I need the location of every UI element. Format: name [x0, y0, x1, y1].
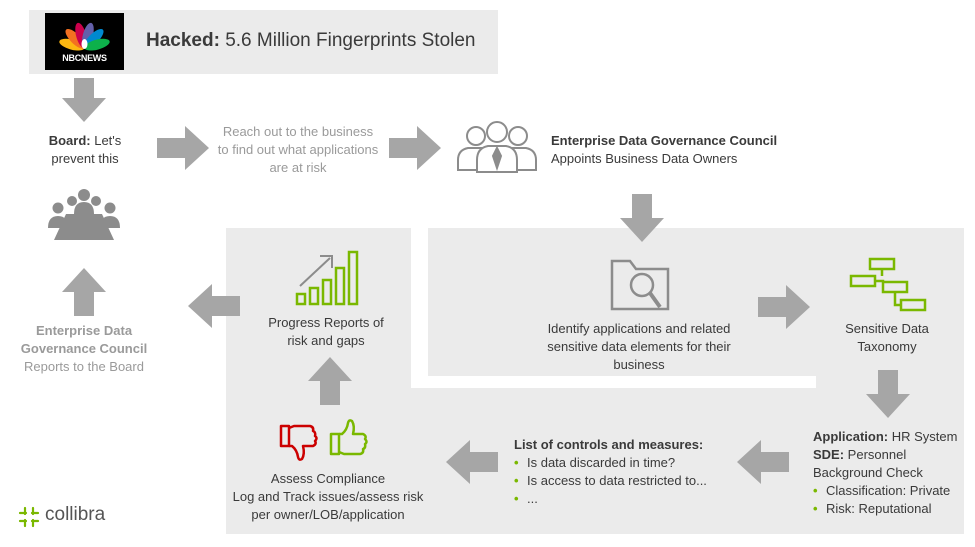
- arrow-right-1: [157, 126, 209, 170]
- list-item: ...: [514, 490, 734, 508]
- people-icon: [457, 121, 537, 173]
- application-bullets: Classification: Private Risk: Reputation…: [813, 482, 973, 518]
- arrow-down-2: [620, 194, 664, 242]
- board-text: Board: Let's prevent this: [48, 133, 122, 166]
- arrow-right-3: [758, 285, 810, 329]
- collibra-logo-icon: [18, 506, 40, 528]
- taxonomy-icon: [849, 257, 927, 312]
- folder-search-icon: [610, 259, 670, 311]
- thumbs-down-icon: [279, 424, 318, 461]
- reports-title: Enterprise Data Governance Council: [20, 323, 148, 356]
- headline: Hacked: 5.6 Million Fingerprints Stolen: [146, 30, 476, 52]
- compliance-text: Assess Compliance Log and Track issues/a…: [228, 470, 428, 524]
- application-details: Application: HR System SDE: Personnel Ba…: [813, 428, 973, 518]
- peacock-icon: [59, 22, 110, 51]
- boardroom-icon: [48, 189, 120, 240]
- nbc-news-logo: NBCNEWS: [45, 13, 124, 70]
- council-text: Enterprise Data Governance Council Appoi…: [551, 132, 777, 168]
- progress-chart-icon: [295, 250, 359, 306]
- arrow-right-2: [389, 126, 441, 170]
- compliance-detail: Log and Track issues/assess risk per own…: [232, 489, 424, 522]
- progress-text: Progress Reports of risk and gaps: [268, 315, 384, 348]
- arrow-down-1: [62, 78, 106, 122]
- collibra-wordmark: collibra: [45, 504, 106, 525]
- identify-text: Identify applications and related sensit…: [547, 321, 731, 372]
- arrow-down-3: [866, 370, 910, 418]
- logo-text: NBCNEWS: [62, 53, 107, 63]
- arrow-up-2: [62, 268, 106, 316]
- thumbs-up-icon: [329, 419, 368, 456]
- arrow-up-1: [308, 357, 352, 405]
- reach-out-text: Reach out to the business to find out wh…: [217, 124, 379, 175]
- reports-subtitle: Reports to the Board: [24, 359, 144, 374]
- taxonomy-text: Sensitive Data Taxonomy: [845, 321, 929, 354]
- headline-rest: 5.6 Million Fingerprints Stolen: [219, 30, 476, 51]
- reports-text: Enterprise Data Governance Council Repor…: [14, 322, 154, 376]
- controls-list: List of controls and measures: Is data d…: [514, 436, 734, 508]
- arrow-left-2: [446, 440, 498, 484]
- controls-title: List of controls and measures:: [514, 437, 704, 452]
- council-subtitle: Appoints Business Data Owners: [551, 151, 738, 166]
- arrow-left-1: [737, 440, 789, 484]
- council-title: Enterprise Data Governance Council: [551, 133, 778, 148]
- list-item: Is access to data restricted to...: [514, 472, 734, 490]
- headline-bold: Hacked:: [146, 30, 220, 51]
- arrow-left-3: [188, 284, 240, 328]
- list-item: Is data discarded in time?: [514, 454, 734, 472]
- list-item: Risk: Reputational: [813, 500, 973, 518]
- list-item: Classification: Private: [813, 482, 973, 500]
- compliance-title: Assess Compliance: [270, 471, 386, 486]
